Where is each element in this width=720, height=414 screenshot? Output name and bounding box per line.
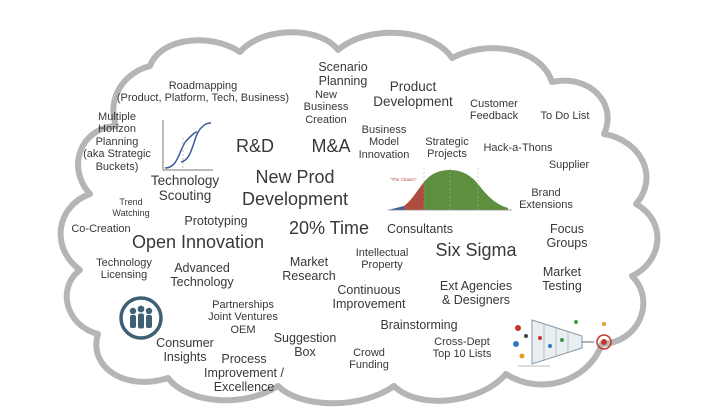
term-customer-feedback: Customer Feedback [469,98,519,123]
term-technology-licensing: Technology Licensing [96,257,152,282]
term-rnd: R&D [235,136,275,156]
term-business-model-innovation: Business Model Innovation [358,124,410,161]
term-cross-dept-top-10: Cross-Dept Top 10 Lists [432,336,492,361]
s-curve-chart-icon [157,118,215,176]
term-advanced-technology: Advanced Technology [170,261,234,290]
funnel-diagram-icon [513,319,612,367]
bell-curve-chart-icon: "The Chasm" [388,168,512,211]
term-partnerships: Partnerships Joint Ventures OEM [208,299,278,336]
term-supplier: Supplier [548,159,590,171]
term-20-percent-time: 20% Time [288,218,370,238]
term-crowd-funding: Crowd Funding [349,347,389,372]
term-prototyping: Prototyping [184,214,248,228]
term-technology-scouting: Technology Scouting [150,173,220,204]
term-process-improvement: Process Improvement / Excellence [204,352,284,395]
term-to-do-list: To Do List [540,110,590,122]
term-focus-groups: Focus Groups [546,222,588,251]
term-continuous-improvement: Continuous Improvement [332,283,406,312]
term-strategic-projects: Strategic Projects [425,136,469,161]
term-roadmapping: Roadmapping (Product, Platform, Tech, Bu… [116,80,290,105]
chasm-label: "The Chasm" [390,177,417,182]
term-scenario-planning: Scenario Planning [318,60,368,89]
term-ext-agencies-designers: Ext Agencies & Designers [439,279,513,308]
term-six-sigma: Six Sigma [435,240,517,260]
term-brainstorming: Brainstorming [380,318,458,332]
term-brand-extensions: Brand Extensions [519,187,573,212]
people-group-icon [119,296,163,340]
term-market-testing: Market Testing [542,265,582,294]
term-hack-a-thons: Hack-a-Thons [483,142,553,154]
term-open-innovation: Open Innovation [131,232,265,252]
term-multiple-horizon-planning: Multiple Horizon Planning (aka Strategic… [83,111,151,173]
term-consumer-insights: Consumer Insights [156,336,214,365]
term-co-creation: Co-Creation [71,223,131,235]
term-mna: M&A [311,136,351,156]
term-product-development: Product Development [373,79,453,110]
term-market-research: Market Research [282,255,336,284]
term-trend-watching: Trend Watching [112,197,150,218]
term-intellectual-property: Intellectual Property [355,247,409,272]
term-consultants: Consultants [386,222,454,236]
term-new-business-creation: New Business Creation [303,89,349,126]
term-suggestion-box: Suggestion Box [273,331,337,360]
term-new-prod-development: New Prod Development [241,167,349,209]
